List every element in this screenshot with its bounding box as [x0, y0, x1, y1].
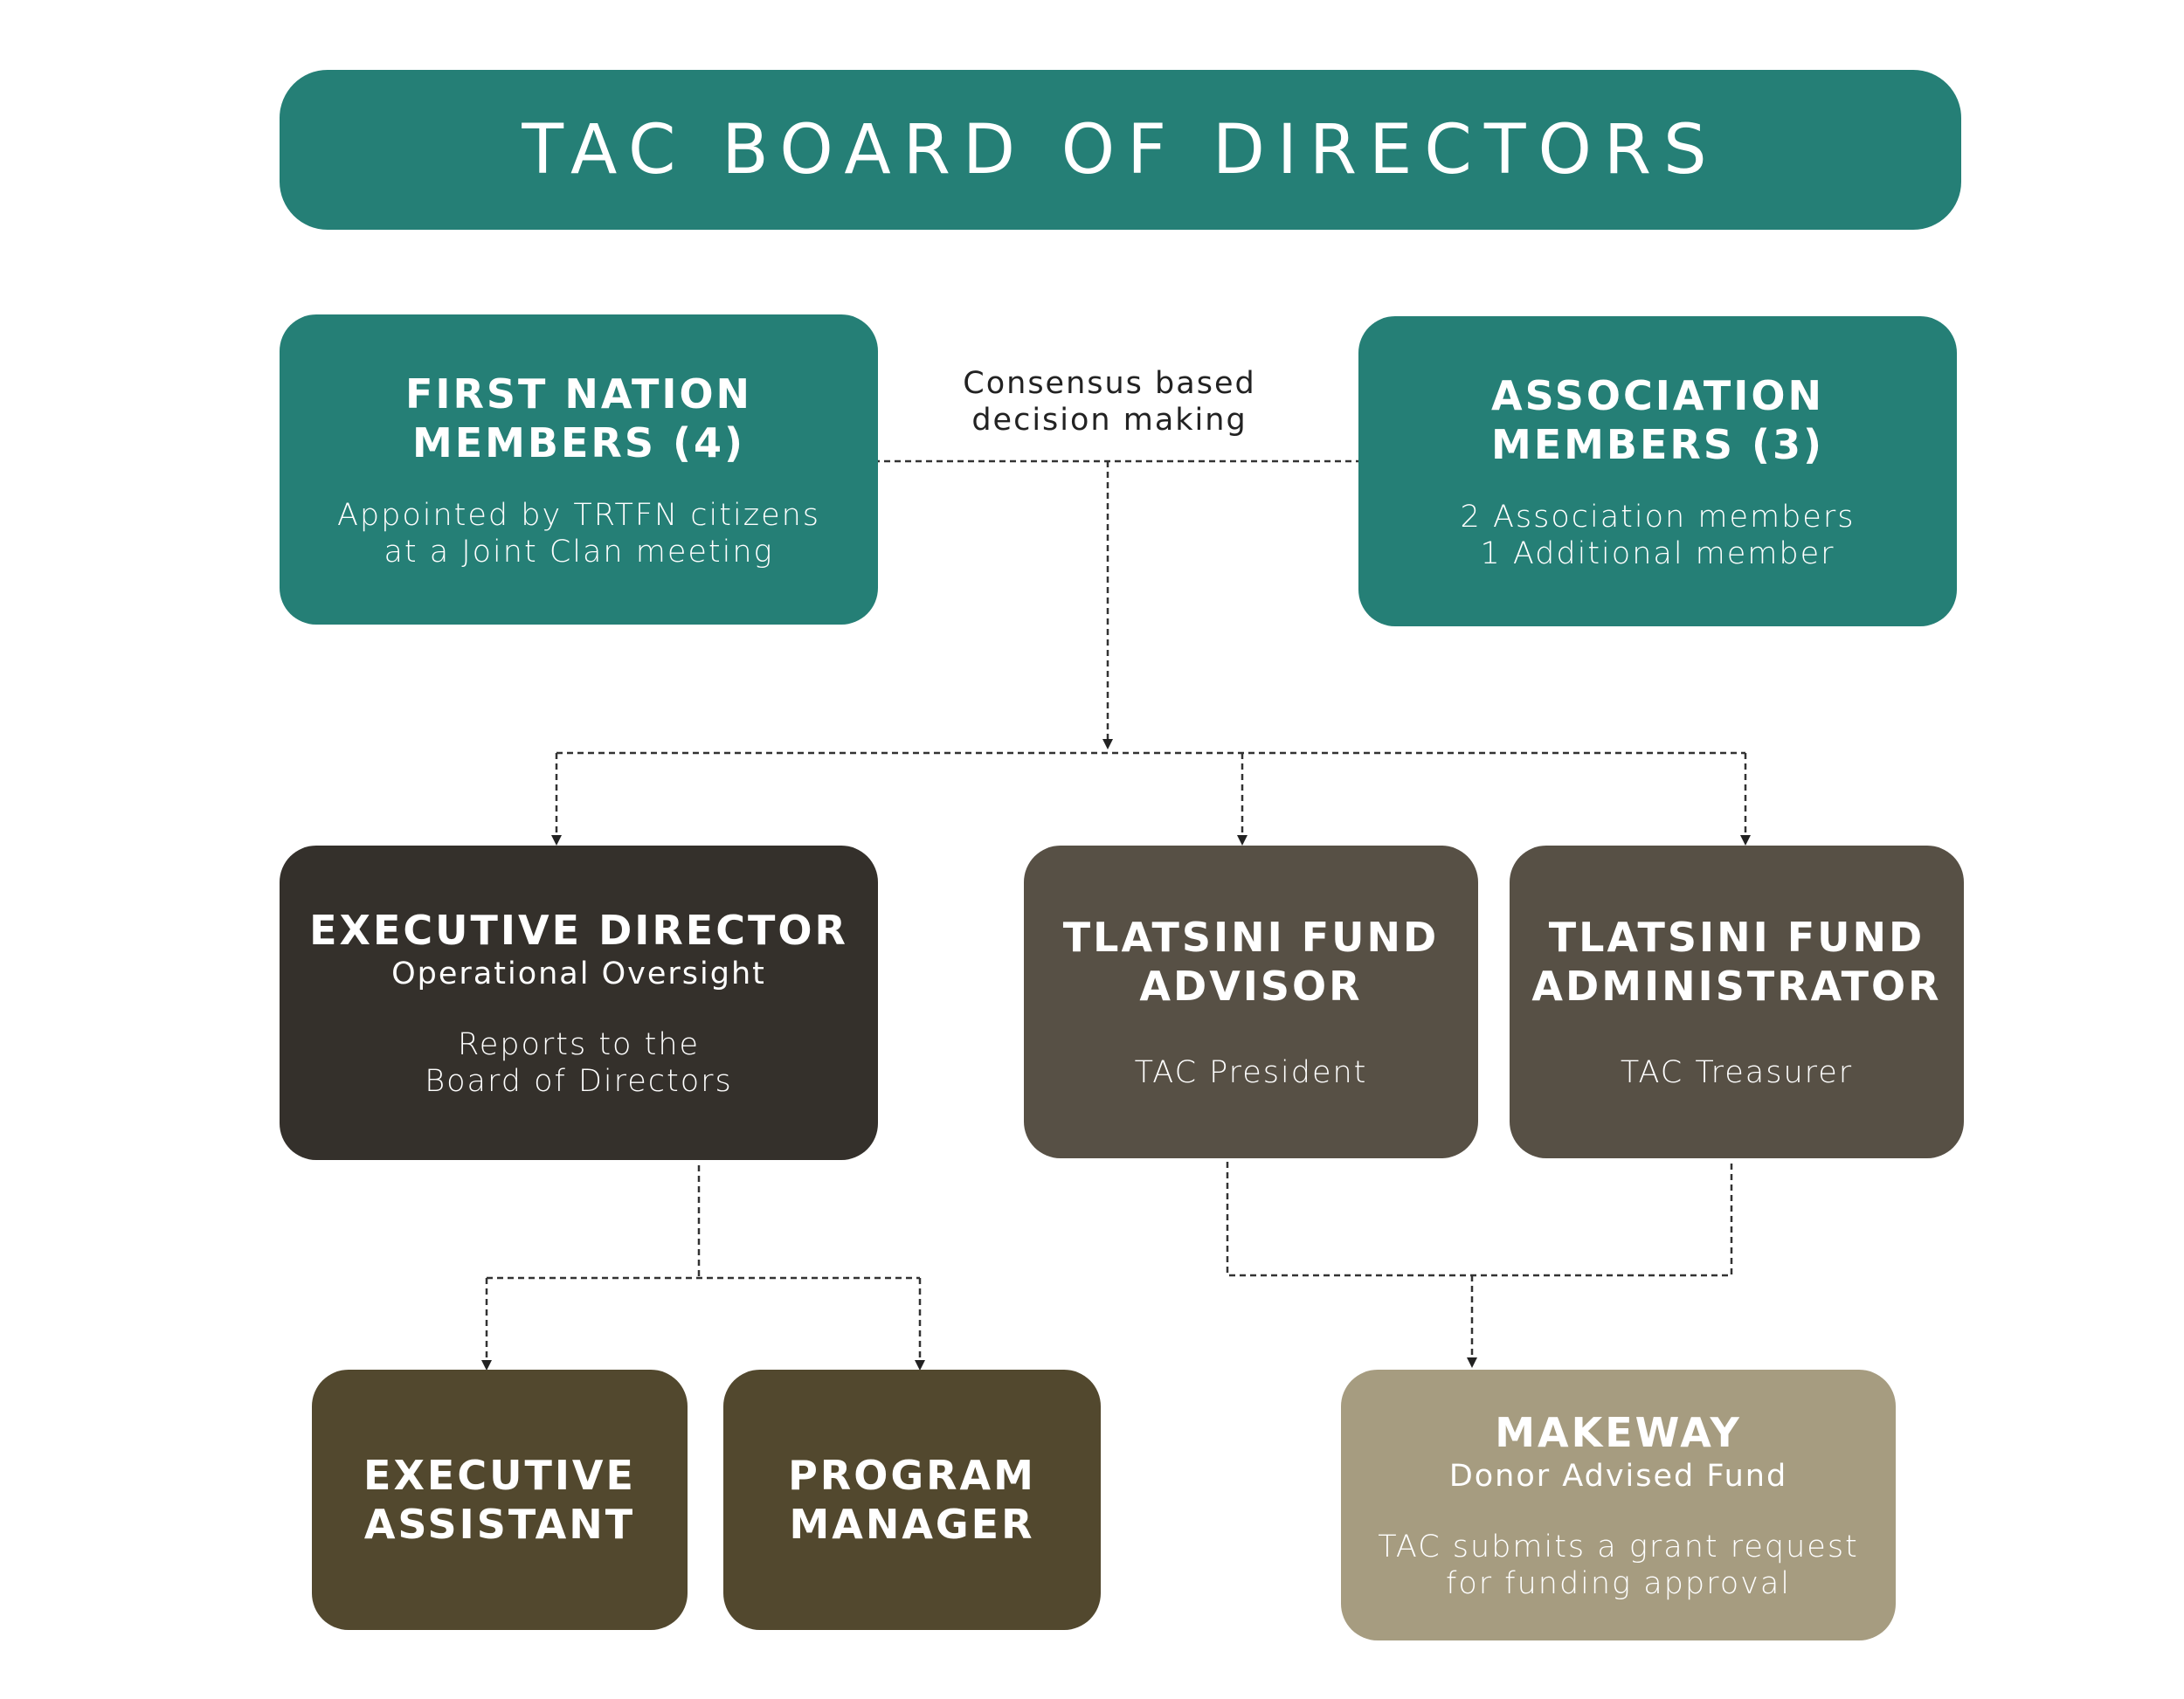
- executive-director-sub: Operational Oversight: [391, 957, 766, 991]
- fund-administrator-heading-line-2: ADMINISTRATOR: [1531, 963, 1942, 1010]
- association-heading-line-2: MEMBERS (3): [1490, 420, 1825, 468]
- executive-director-desc-line-1: Reports to the: [457, 1027, 701, 1062]
- fund-advisor-heading-line-1: TLATSINI FUND: [1062, 914, 1440, 961]
- fund-join-line: [1226, 1162, 1733, 1277]
- makeway-sub: Donor Advised Fund: [1448, 1459, 1788, 1494]
- page-title: TAC BOARD OF DIRECTORS: [522, 110, 1719, 190]
- program-manager-heading-line-1: PROGRAM: [788, 1452, 1036, 1499]
- makeway-desc-line-2: for funding approval: [1446, 1566, 1791, 1601]
- makeway-heading: MAKEWAY: [1495, 1409, 1742, 1456]
- first-nation-heading-line-2: MEMBERS (4): [411, 418, 746, 466]
- consensus-label-line-2: decision making: [971, 403, 1248, 438]
- first-nation-heading-line-1: FIRST NATION: [404, 369, 753, 418]
- association-heading-line-1: ASSOCIATION: [1491, 371, 1824, 419]
- fund-administrator-desc: TAC Treasurer: [1620, 1055, 1854, 1090]
- executive-assistant-box: EXECUTIVE ASSISTANT: [312, 1370, 688, 1630]
- executive-director-box: EXECUTIVE DIRECTOR Operational Oversight…: [280, 846, 878, 1160]
- first-nation-desc-line-1: Appointed by TRTFN citizens: [336, 497, 821, 533]
- program-manager-heading-line-2: MANAGER: [789, 1501, 1035, 1548]
- executive-assistant-heading-line-2: ASSISTANT: [363, 1501, 636, 1548]
- first-nation-members-box: FIRST NATION MEMBERS (4) Appointed by TR…: [280, 314, 878, 625]
- makeway-desc-line-1: TAC submits a grant request: [1378, 1530, 1859, 1564]
- program-manager-box: PROGRAM MANAGER: [723, 1370, 1101, 1630]
- fund-advisor-desc: TAC President: [1134, 1055, 1368, 1090]
- makeway-box: MAKEWAY Donor Advised Fund TAC submits a…: [1341, 1370, 1896, 1640]
- fund-administrator-heading-line-1: TLATSINI FUND: [1548, 914, 1925, 961]
- association-desc-line-1: 2 Association members: [1460, 499, 1856, 535]
- fund-advisor-heading-line-2: ADVISOR: [1139, 963, 1363, 1010]
- executive-director-desc-line-2: Board of Directors: [425, 1064, 733, 1099]
- title-banner: TAC BOARD OF DIRECTORS: [280, 70, 1961, 230]
- fund-advisor-box: TLATSINI FUND ADVISOR TAC President: [1024, 846, 1478, 1158]
- executive-director-heading: EXECUTIVE DIRECTOR: [309, 907, 848, 954]
- fund-administrator-box: TLATSINI FUND ADMINISTRATOR TAC Treasure…: [1510, 846, 1964, 1158]
- association-members-box: ASSOCIATION MEMBERS (3) 2 Association me…: [1358, 316, 1957, 626]
- association-desc-line-2: 1 Additional member: [1480, 535, 1835, 571]
- consensus-label: Consensus based decision making: [922, 365, 1297, 439]
- consensus-label-line-1: Consensus based: [963, 366, 1256, 401]
- executive-assistant-heading-line-1: EXECUTIVE: [363, 1452, 636, 1499]
- first-nation-desc-line-2: at a Joint Clan meeting: [384, 534, 774, 570]
